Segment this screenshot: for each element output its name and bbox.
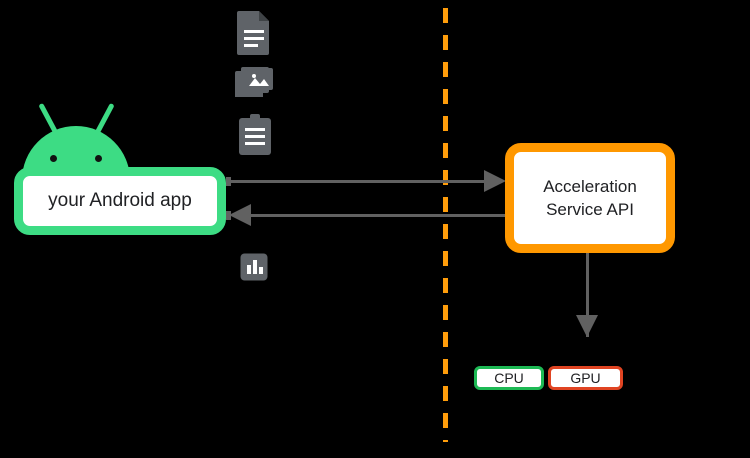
android-eye-right — [95, 155, 102, 162]
service-to-app-arrow-head — [229, 204, 251, 226]
node-acceleration-service-api-label-line1: Acceleration — [543, 176, 637, 196]
app-to-service-arrow-head — [484, 170, 506, 192]
node-gpu[interactable]: GPU — [548, 366, 623, 390]
app-to-service-arrow-tail — [226, 177, 231, 186]
service-to-accelerators-arrow-line — [586, 253, 589, 337]
android-eye-left — [50, 155, 57, 162]
service-to-app-arrow-tail — [226, 211, 231, 220]
android-robot-head-icon — [22, 98, 130, 180]
node-your-android-app-label: your Android app — [48, 190, 192, 212]
node-acceleration-service-api-label-line2: Service API — [546, 200, 634, 219]
node-gpu-label: GPU — [570, 370, 601, 386]
node-cpu-label: CPU — [494, 370, 524, 386]
document-icon — [236, 10, 272, 56]
app-to-service-arrow-line — [231, 180, 484, 183]
service-to-accelerators-arrow-head — [576, 315, 598, 337]
clipboard-icon — [235, 113, 275, 157]
bar-chart-icon — [240, 253, 268, 281]
process-boundary-divider — [443, 8, 448, 442]
node-cpu[interactable]: CPU — [474, 366, 544, 390]
photo-library-icon — [234, 63, 276, 103]
node-acceleration-service-api[interactable]: Acceleration Service API — [505, 143, 675, 253]
node-your-android-app[interactable]: your Android app — [14, 167, 226, 235]
service-to-app-arrow-line — [251, 214, 505, 217]
